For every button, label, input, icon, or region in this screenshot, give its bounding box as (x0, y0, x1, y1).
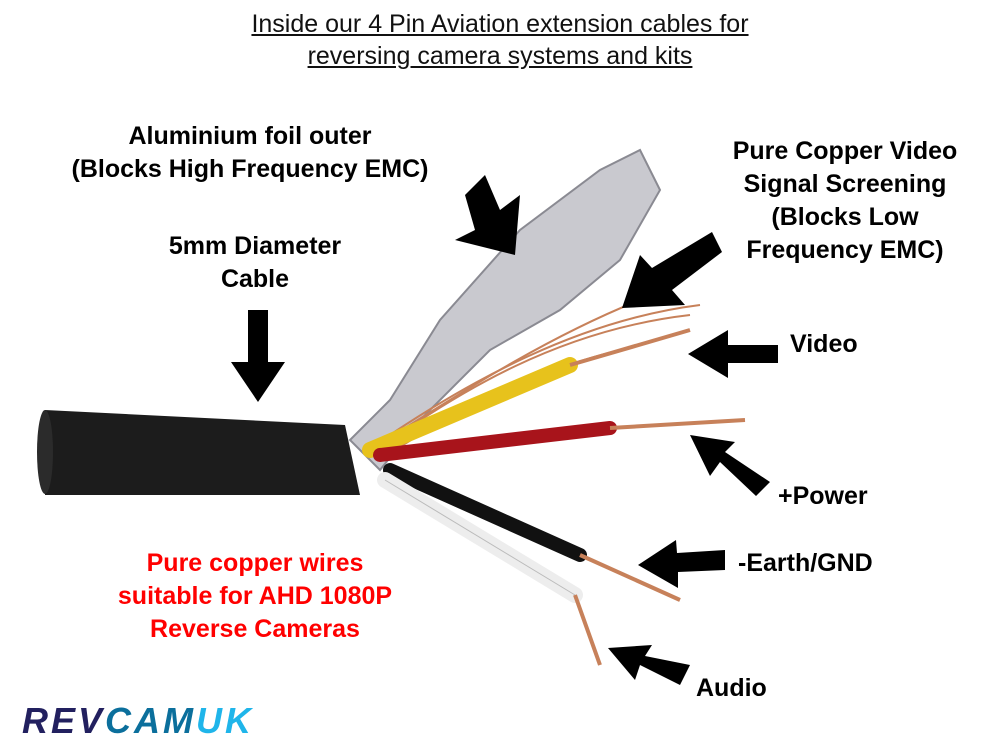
promo-line-2: suitable for AHD 1080P (117, 582, 393, 610)
logo-uk: UK (196, 700, 255, 741)
arrow-video (688, 330, 778, 378)
earth-label: -Earth/GND (738, 549, 873, 577)
foil-label: Aluminium foil outer (Blocks High Freque… (70, 120, 430, 186)
arrow-diameter (231, 310, 285, 402)
foil-label-line-2: (Blocks High Frequency EMC) (71, 155, 429, 183)
promo-text: Pure copper wires suitable for AHD 1080P… (70, 547, 440, 646)
arrow-screening (622, 232, 722, 308)
earth-copper-tip (579, 553, 681, 602)
arrow-audio (608, 645, 690, 685)
black-earth-wire (383, 463, 587, 562)
power-copper-tip (609, 418, 746, 430)
screening-label-line-2: Signal Screening (743, 170, 947, 198)
video-copper-tip (569, 328, 691, 367)
cable-end (37, 410, 53, 494)
screening-label-line-1: Pure Copper Video (732, 137, 958, 165)
diameter-label-line-1: 5mm Diameter (168, 232, 342, 260)
outer-cable-jacket (45, 410, 360, 495)
foil-label-line-1: Aluminium foil outer (128, 122, 372, 150)
white-wire-outline (384, 479, 576, 596)
diameter-label-line-2: Cable (220, 265, 290, 293)
audio-copper-tip (573, 594, 602, 666)
logo-cam: CAM (105, 700, 197, 741)
power-label: +Power (778, 482, 868, 510)
arrow-foil (455, 175, 520, 255)
diameter-label: 5mm Diameter Cable (140, 230, 370, 296)
screening-label-line-4: Frequency EMC) (746, 236, 944, 264)
logo-rev: REV (22, 700, 106, 741)
page-title: Inside our 4 Pin Aviation extension cabl… (0, 8, 1000, 72)
promo-line-3: Reverse Cameras (150, 615, 360, 643)
red-power-wire (373, 421, 617, 462)
title-line-2: reversing camera systems and kits (307, 42, 693, 70)
arrow-earth (638, 540, 725, 588)
title-line-1: Inside our 4 Pin Aviation extension cabl… (251, 10, 749, 38)
yellow-video-wire (362, 357, 578, 458)
screening-label: Pure Copper Video Signal Screening (Bloc… (700, 135, 990, 267)
audio-label: Audio (696, 674, 767, 702)
video-label: Video (790, 330, 858, 358)
arrow-power (690, 435, 770, 496)
promo-line-1: Pure copper wires (146, 549, 364, 577)
screening-label-line-3: (Blocks Low (771, 203, 919, 231)
arrows (231, 175, 778, 685)
revcamuk-logo: REVCAMUK (22, 700, 254, 742)
